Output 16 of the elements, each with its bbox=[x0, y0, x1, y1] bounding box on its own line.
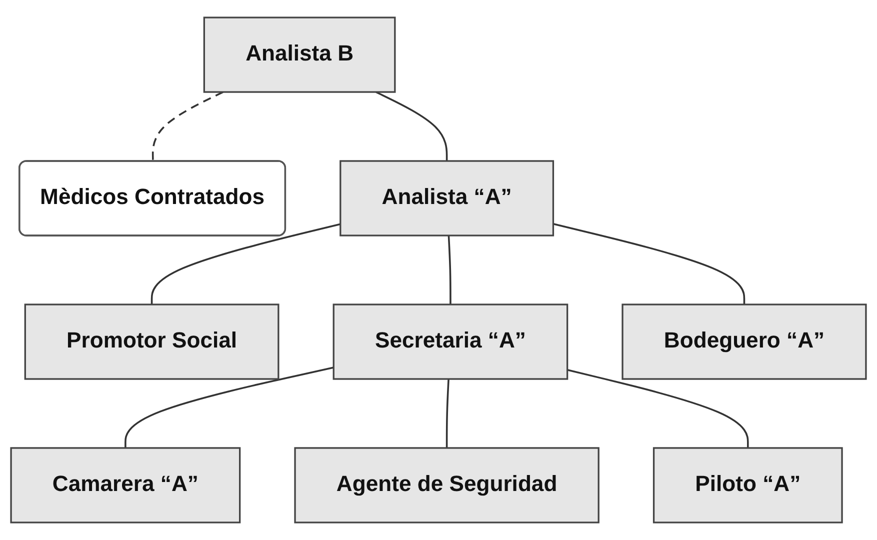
connector bbox=[152, 91, 224, 162]
node-box: Agente de Seguridad bbox=[294, 447, 600, 524]
node-box: Piloto “A” bbox=[652, 447, 843, 524]
connector bbox=[150, 223, 341, 304]
connector bbox=[124, 366, 334, 448]
node-box: Analista B bbox=[203, 16, 396, 93]
node-box: Analista “A” bbox=[340, 160, 554, 236]
connector bbox=[446, 378, 450, 448]
node-box: Promotor Social bbox=[24, 304, 280, 380]
connector bbox=[567, 369, 749, 448]
connector bbox=[448, 235, 452, 304]
connector bbox=[376, 91, 448, 161]
node-box: Secretaria “A” bbox=[332, 304, 568, 380]
node-box: Bodeguero “A” bbox=[622, 304, 867, 380]
node-box: Camarera “A” bbox=[10, 447, 241, 524]
connector bbox=[553, 223, 746, 304]
